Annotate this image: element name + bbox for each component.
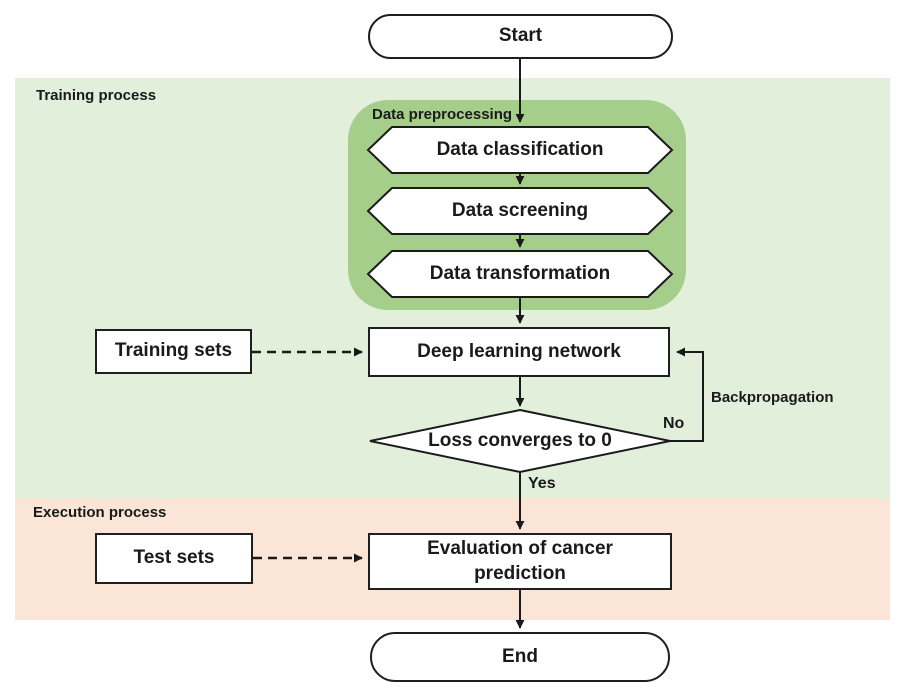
edge-label-no: No [663, 415, 685, 432]
node-deep-learning-network-label: Deep learning network [417, 340, 621, 362]
node-end-label: End [502, 645, 538, 667]
node-test-sets: Test sets [95, 533, 253, 584]
node-training-sets-label: Training sets [114, 340, 233, 362]
arrow-backpropagation-loop [670, 347, 704, 442]
training-process-label: Training process [36, 87, 157, 104]
hexagon-data-screening [366, 187, 674, 235]
hexagon-data-classification [366, 126, 674, 174]
node-start-label: Start [498, 25, 543, 47]
node-test-sets-label: Test sets [133, 547, 215, 569]
hexagon-data-transformation [366, 250, 674, 298]
node-deep-learning-network: Deep learning network [368, 327, 670, 377]
node-evaluation-line2: prediction [474, 562, 566, 584]
node-evaluation-label: Evaluation of cancer prediction [427, 537, 613, 586]
edge-label-backpropagation: Backpropagation [711, 389, 834, 406]
node-end: End [370, 632, 670, 682]
edge-label-yes: Yes [528, 475, 556, 492]
node-evaluation: Evaluation of cancer prediction [368, 533, 672, 590]
node-training-sets: Training sets [95, 329, 252, 374]
execution-process-label: Execution process [33, 504, 167, 521]
node-evaluation-line1: Evaluation of cancer [427, 537, 613, 559]
node-start: Start [368, 14, 673, 59]
data-preprocessing-label: Data preprocessing [372, 106, 513, 123]
diamond-loss-converges [369, 408, 671, 474]
